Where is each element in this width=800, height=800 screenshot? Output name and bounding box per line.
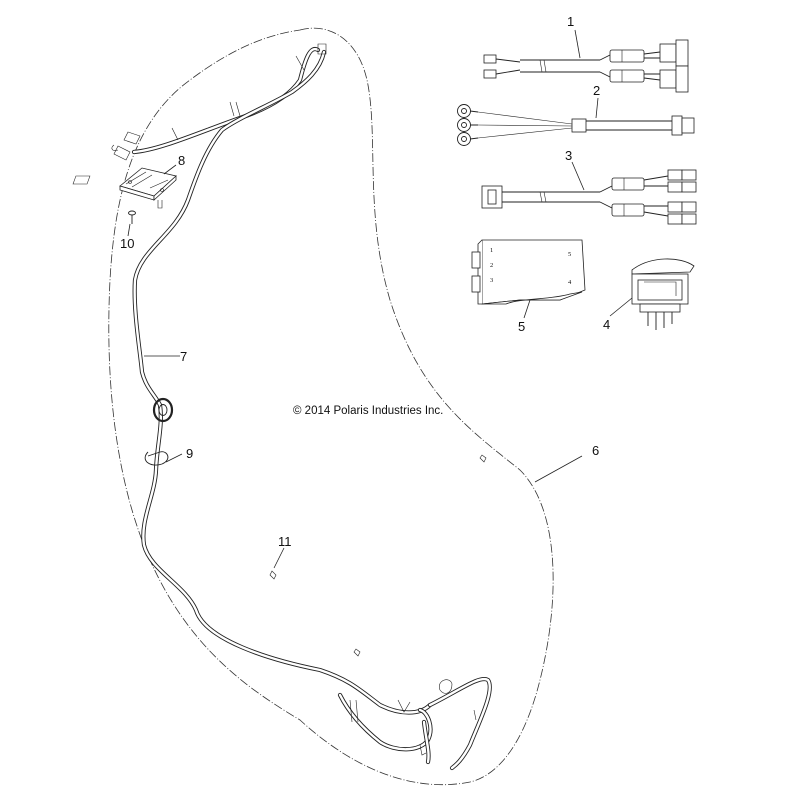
- ring-terminal-lead: [457, 104, 695, 146]
- leader-lines: [127, 29, 633, 569]
- callout-11: 11: [278, 534, 292, 549]
- callout-4: 4: [603, 317, 610, 332]
- copyright-notice: © 2014 Polaris Industries Inc.: [293, 405, 443, 417]
- pin-label-4: 4: [568, 279, 572, 286]
- cable-tie: [144, 451, 169, 466]
- grommet: [152, 397, 174, 423]
- screw: [128, 210, 136, 224]
- pin-label-5: 5: [568, 251, 571, 258]
- callout-1: 1: [567, 14, 574, 29]
- callout-6: 6: [592, 443, 599, 458]
- callout-5: 5: [518, 319, 525, 334]
- pin-label-3: 3: [490, 277, 493, 284]
- module-board: [72, 167, 177, 209]
- callout-3: 3: [565, 148, 572, 163]
- pin-label-1: 1: [490, 247, 493, 254]
- callout-8: 8: [178, 153, 185, 168]
- fastener-clips: [269, 454, 487, 657]
- rocker-switch: [631, 258, 695, 330]
- adapter-harness: [481, 169, 697, 225]
- callout-7: 7: [180, 349, 187, 364]
- control-box: 1 2 3 5 4: [471, 239, 586, 305]
- panel-outline: [108, 27, 554, 786]
- jumper-harness: [483, 39, 689, 93]
- callout-2: 2: [593, 83, 600, 98]
- callout-labels: 1 2 3 4 5 6 7 8 9 10 11: [120, 14, 610, 549]
- pin-label-2: 2: [490, 262, 493, 269]
- main-harness: [111, 43, 492, 771]
- callout-10: 10: [120, 236, 134, 251]
- callout-9: 9: [186, 446, 193, 461]
